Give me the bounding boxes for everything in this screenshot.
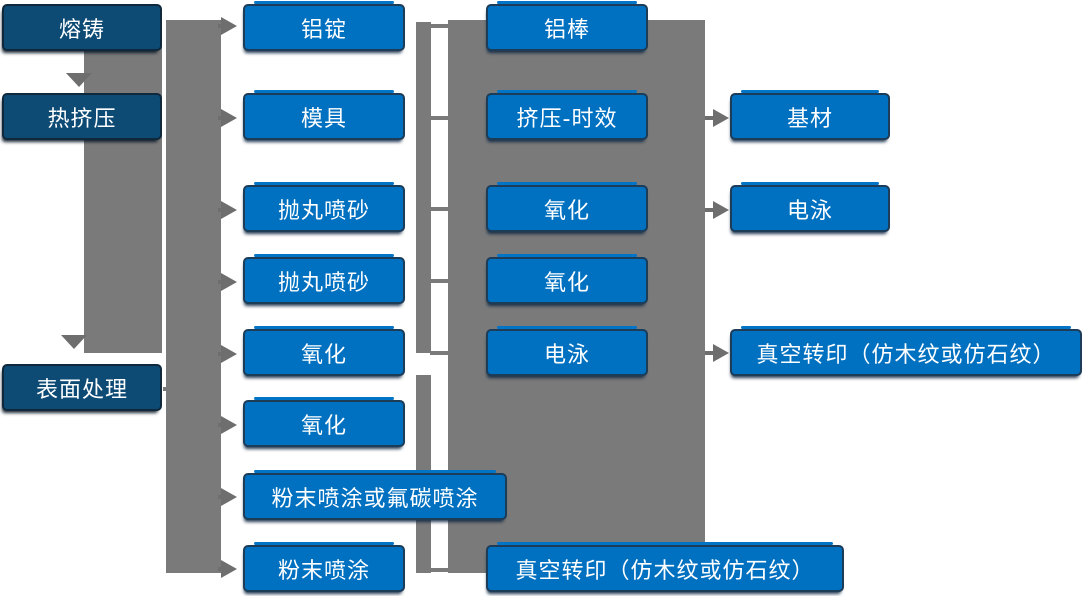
surface-treatment-stub xyxy=(163,387,175,391)
arrow-to-zhenkong-right-line xyxy=(705,351,714,355)
arrow-to-jicai-line xyxy=(705,116,714,120)
trunk-band-vertical-left xyxy=(84,28,162,353)
flow-node-jicai: 基材 xyxy=(730,90,890,140)
flow-node-yanghua-c3b: 氧化 xyxy=(486,254,648,304)
arrow-to-dianyong-c4-line xyxy=(705,208,714,212)
branch-band-vertical xyxy=(166,20,221,573)
collector-stub-5 xyxy=(430,351,448,355)
collector-stub-1 xyxy=(430,24,448,28)
arrow-down-to-rejiya-icon xyxy=(66,73,92,87)
arrow-to-zhenkong-right-icon xyxy=(713,344,729,362)
arrow-to-fenmo-futan-icon xyxy=(221,488,237,506)
flow-node-yanghua-c2a: 氧化 xyxy=(243,326,405,376)
flow-node-dianyong-c3: 电泳 xyxy=(486,326,648,376)
flow-node-paowan-2: 抛丸喷砂 xyxy=(243,254,405,304)
arrow-to-paowan-1-icon xyxy=(221,201,237,219)
flow-node-zhenkong-bottom: 真空转印（仿木纹或仿石纹） xyxy=(486,542,844,592)
flow-node-jiya-shixiao: 挤压-时效 xyxy=(486,90,648,140)
arrow-to-lvding-icon xyxy=(221,17,237,35)
arrow-to-dianyong-c4-icon xyxy=(713,201,729,219)
arrow-to-fenmo-icon xyxy=(221,560,237,578)
flow-node-fenmo: 粉末喷涂 xyxy=(243,542,405,592)
arrow-down-to-biaomianchuli-icon xyxy=(61,335,87,349)
collector-stub-3 xyxy=(430,207,448,211)
collector-stub-4 xyxy=(430,279,448,283)
flow-node-rongzhu: 熔铸 xyxy=(2,4,162,51)
flow-node-yanghua-c2b: 氧化 xyxy=(243,397,405,447)
flow-node-fenmo-futan: 粉末喷涂或氟碳喷涂 xyxy=(243,470,507,520)
collector-stub-6 xyxy=(430,568,448,572)
flow-node-lvding: 铝锭 xyxy=(243,1,405,51)
flow-node-dianyong-c4: 电泳 xyxy=(730,182,890,232)
flow-node-yanghua-c3a: 氧化 xyxy=(486,182,648,232)
arrow-to-paowan-2-icon xyxy=(221,273,237,291)
arrow-to-jicai-icon xyxy=(713,109,729,127)
collector-bar-upper xyxy=(416,22,431,353)
arrow-to-moju-icon xyxy=(221,109,237,127)
arrow-to-yanghua-c2b-icon xyxy=(221,416,237,434)
collector-stub-2 xyxy=(430,116,448,120)
flow-node-biaomianchuli: 表面处理 xyxy=(2,364,162,411)
flow-node-lvbang: 铝棒 xyxy=(486,1,648,51)
flow-node-zhenkong-right: 真空转印（仿木纹或仿石纹） xyxy=(730,326,1082,376)
flow-node-rejiya: 热挤压 xyxy=(2,93,162,140)
flow-node-moju: 模具 xyxy=(243,90,405,140)
flow-node-paowan-1: 抛丸喷砂 xyxy=(243,182,405,232)
arrow-to-yanghua-c2a-icon xyxy=(221,345,237,363)
